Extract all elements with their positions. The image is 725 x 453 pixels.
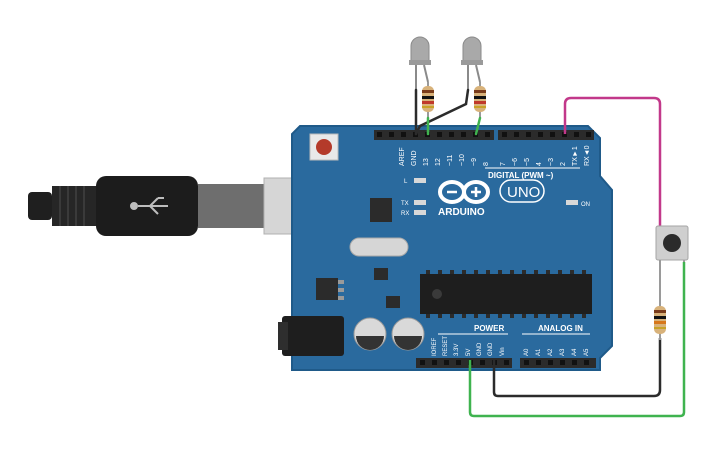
led-l [414,178,426,183]
reset-button-cap[interactable] [316,139,332,155]
pin-label: ~9 [471,158,478,166]
power-jack [282,316,344,356]
power-pin-label: 3.3V [454,344,460,356]
pin-label: ~6 [512,158,519,166]
power-pin-label: 5V [466,349,472,356]
pushbutton[interactable] [655,225,689,262]
led-l-label: L [404,179,408,185]
led-1[interactable] [409,36,431,90]
pin-label: ~11 [447,155,454,166]
digital-header-right [498,130,594,140]
pushbutton-cap[interactable] [663,234,681,252]
pin-label: ~5 [524,158,531,166]
led-2[interactable] [461,36,483,90]
pin-label: 2 [560,162,567,166]
usb-icon [130,197,168,215]
led-tx-label: TX [401,201,409,207]
led-tx [414,200,426,205]
usb-cable-strain-relief [28,192,52,220]
resistor-led-1[interactable] [422,82,434,118]
pin-label: 13 [423,158,430,166]
power-pin-label: GND [488,342,494,356]
usb-cable[interactable] [28,176,341,236]
power-label: POWER [474,324,504,333]
wire-pin2-button[interactable] [563,96,662,228]
model-badge [499,179,545,203]
small-transistor [386,296,400,308]
led-rx [414,210,426,215]
capacitor-1 [353,317,387,351]
model-text: UNO [507,184,540,201]
resistor-pulldown[interactable] [654,260,666,340]
pin-label: 12 [435,158,442,166]
analog-pin-label: A5 [584,348,590,356]
digital-header-left [374,130,494,140]
pin-label: TX►1 [572,146,579,166]
usb-plug-metal [198,184,264,228]
analog-pin-label: A4 [572,348,578,356]
analog-pin-label: A0 [524,348,530,356]
led-rx-label: RX [401,211,409,217]
analog-pin-label: A1 [536,348,542,356]
pin-label: AREF [399,147,406,166]
wire-gnd-resistor[interactable] [492,338,662,398]
pin-label: 8 [483,162,490,166]
power-header [416,358,512,368]
atmega-chip [420,274,592,314]
wire-led2-pin9[interactable] [474,116,482,136]
analog-label: ANALOG IN [538,324,583,333]
arduino-logo [438,180,490,204]
pin-label: ~10 [459,154,466,166]
usb-chip [370,198,392,222]
pin-label: ~3 [548,158,555,166]
crystal [349,237,409,257]
wire-5v-button[interactable] [468,262,686,418]
small-component [374,268,388,280]
wire-led2-gnd[interactable] [414,88,470,136]
pin-label: 4 [536,162,543,166]
capacitor-2 [391,317,425,351]
pin-label: 7 [500,162,507,166]
brand-text: ARDUINO [438,207,485,218]
power-pin-label: GND [477,342,483,356]
power-pin-label: IOREF [432,337,438,356]
power-pin-label: RESET [443,336,449,356]
voltage-regulator [316,278,338,300]
power-pin-label: Vin [500,347,506,356]
pin-label: GND [411,150,418,166]
usb-cable-ribs [52,186,96,226]
digital-label: DIGITAL (PWM ~) [488,171,554,180]
pin-label: RX◄0 [584,145,591,166]
analog-header [520,358,596,368]
led-on-label: ON [581,202,590,208]
led-on [566,200,578,205]
resistor-led-2[interactable] [474,82,486,118]
analog-pin-label: A2 [548,348,554,356]
analog-pin-label: A3 [560,348,566,356]
arduino-board[interactable]: AREF GND 13 12 ~11 ~10 ~9 8 7 ~6 ~5 4 ~3… [278,125,613,371]
